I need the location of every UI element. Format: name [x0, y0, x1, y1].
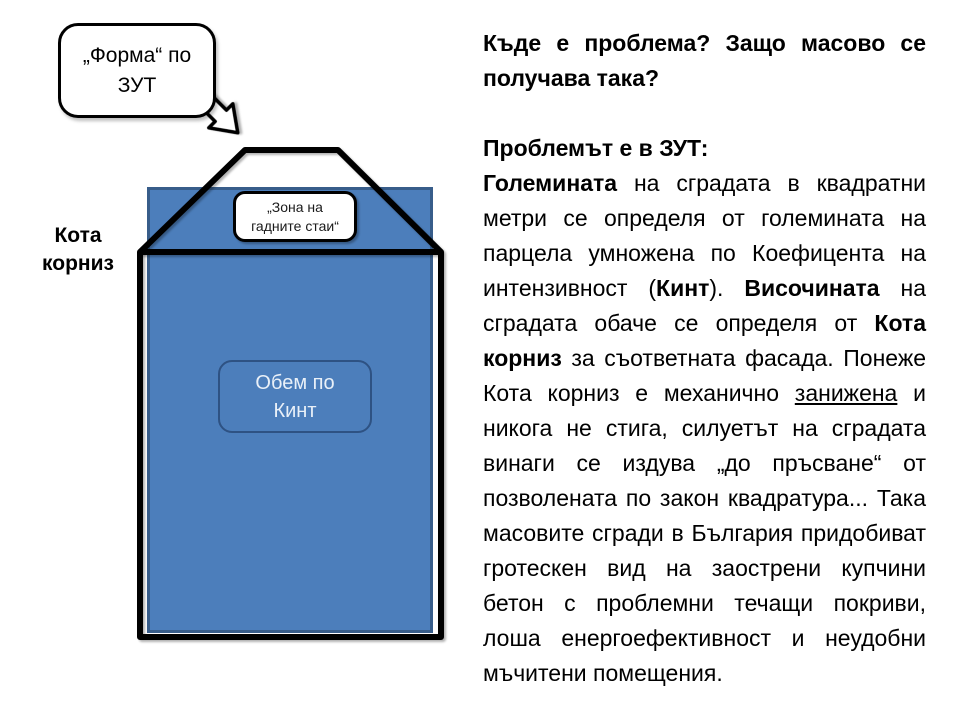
forma-zut-callout: „Форма“ по ЗУТ: [58, 23, 216, 118]
question-heading: Къде е проблема? Защо масово се получава…: [483, 30, 926, 91]
building-volume-rect: [147, 187, 433, 633]
zone-bad-rooms-box: „Зона на гадните стаи“: [233, 191, 357, 242]
body-paragraph: Големината на сградата в квадратни метри…: [483, 170, 926, 686]
forma-zut-callout-label: „Форма“ по ЗУТ: [82, 43, 192, 97]
kota-korniz-label: Кота корниз: [42, 224, 114, 275]
zone-bad-rooms-label: „Зона на гадните стаи“: [251, 198, 339, 234]
problem-subheading: Проблемът е в ЗУТ:: [483, 135, 709, 161]
volume-kint-box: Обем по Кинт: [218, 360, 372, 433]
article-column: Къде е проблема? Защо масово се получава…: [483, 26, 926, 691]
volume-kint-label: Обем по Кинт: [255, 371, 335, 422]
